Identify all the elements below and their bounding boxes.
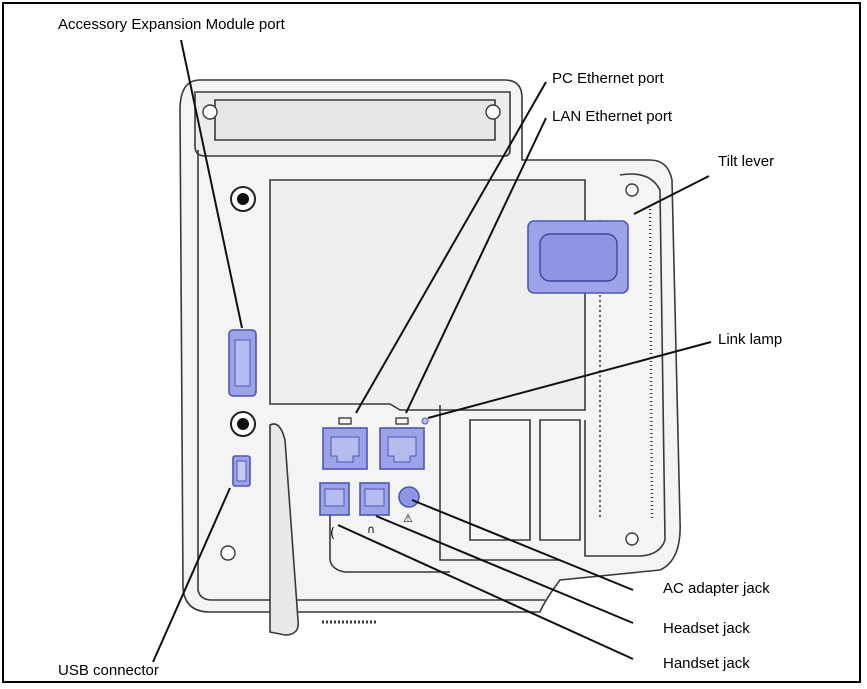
label-usb-connector: USB connector: [58, 662, 159, 679]
ac-adapter: ⚠: [398, 486, 420, 525]
screws: [202, 104, 639, 561]
ethernet-ports: [322, 417, 429, 470]
svg-text:⚠: ⚠: [403, 512, 413, 525]
usb-port: [232, 455, 251, 487]
svg-text:(: (: [330, 526, 335, 541]
svg-text:∩: ∩: [367, 523, 375, 536]
label-accessory-expansion-module-port: Accessory Expansion Module port: [58, 16, 285, 33]
label-link-lamp: Link lamp: [718, 331, 783, 348]
label-pc-ethernet-port: PC Ethernet port: [552, 70, 664, 87]
leader-lines: [152, 39, 712, 663]
tilt-lever: [527, 220, 629, 294]
modular-jacks: ( ∩: [319, 482, 390, 541]
label-tilt-lever: Tilt lever: [718, 153, 775, 170]
round-holes: [230, 186, 256, 437]
label-ac-adapter-jack: AC adapter jack: [663, 580, 770, 597]
accessory-port: [228, 329, 257, 397]
label-lan-ethernet-port: LAN Ethernet port: [552, 108, 673, 125]
label-handset-jack: Handset jack: [663, 655, 750, 672]
label-headset-jack: Headset jack: [663, 620, 750, 637]
phone-body: [179, 79, 681, 636]
